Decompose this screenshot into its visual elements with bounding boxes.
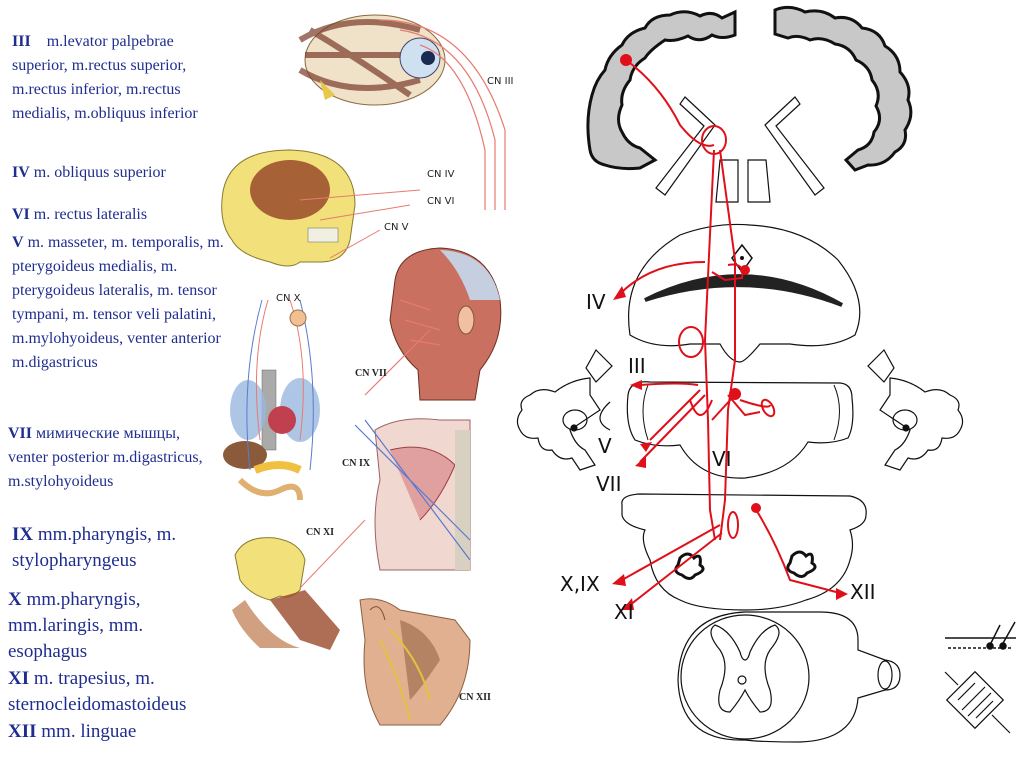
cn12-numeral: XII (8, 721, 37, 742)
medulla (621, 493, 867, 611)
label-cn9: CN IX (342, 458, 371, 469)
label-cnx: CN X (276, 293, 301, 304)
pharynx-illustration (354, 418, 471, 571)
label-cn5: CN V (384, 222, 409, 233)
cn11-description: XI m. trapesius, m. sternocleidomastoide… (8, 666, 228, 718)
internal-capsule (655, 96, 825, 203)
cn10-description: X mm.pharyngis, mm.laringis, mm. esophag… (8, 587, 208, 665)
cn11-muscles: m. trapesius, m. sternocleidomastoideus (8, 668, 187, 715)
cn11-numeral: XI (8, 668, 30, 689)
cn3-numeral: III (12, 33, 31, 50)
cn5-description: V m. masseter, m. temporalis, m. pterygo… (12, 231, 224, 375)
label-cn6: CN VI (427, 196, 455, 207)
eye-illustration (298, 14, 446, 106)
nerve-ending-symbol (945, 621, 1016, 650)
cn6-description: VI m. rectus lateralis (12, 203, 222, 227)
cortex-right (773, 5, 913, 172)
label-nerve-iii: III (628, 354, 646, 378)
cn12-description: XII mm. linguae (8, 719, 208, 745)
motor-pathways (617, 54, 841, 606)
label-nerve-iv: IV (586, 290, 606, 314)
cn10-numeral: X (8, 589, 22, 610)
label-nerve-xii: XII (850, 580, 876, 604)
cn4-description: IV m. obliquus superior (12, 161, 222, 185)
cerebellum-left (516, 349, 613, 471)
cn3-description: III m.levator palpebrae superior, m.rect… (12, 30, 232, 126)
label-cn11: CN XI (306, 527, 335, 538)
hypoglossal-illustration (359, 598, 471, 726)
thorax-illustration (223, 299, 320, 501)
cn4-numeral: IV (12, 164, 30, 181)
label-cn7: CN VII (355, 368, 387, 379)
label-cn3: CN III (487, 76, 514, 87)
cn6-numeral: VI (12, 206, 30, 223)
label-cn4: CN IV (427, 169, 455, 180)
cn3-nerves (379, 19, 506, 210)
label-nerve-vii: VII (596, 472, 622, 496)
label-nerve-xi: XI (614, 600, 634, 624)
skull-illustration (221, 149, 421, 267)
cortex-left (586, 9, 737, 171)
cn4-muscles: m. obliquus superior (33, 164, 166, 181)
cn9-numeral: IX (12, 524, 34, 545)
cn5-muscles: m. masseter, m. temporalis, m. pterygoid… (12, 234, 224, 371)
pathway-arrowheads (612, 286, 848, 610)
label-nerve-v: V (598, 434, 612, 458)
midbrain (628, 223, 861, 363)
cn12-muscles: mm. linguae (41, 721, 137, 742)
facial-muscles-illustration (364, 247, 502, 401)
cn9-description: IX mm.pharyngis, m. stylopharyngeus (12, 522, 217, 574)
cn3-muscles: m.levator palpebrae superior, m.rectus s… (12, 33, 198, 122)
cn6-muscles: m. rectus lateralis (33, 206, 148, 223)
neck-illustration (232, 519, 366, 650)
cn9-muscles: mm.pharyngis, m. stylopharyngeus (12, 524, 177, 571)
muscle-spindle-symbol (944, 670, 1011, 734)
spinal-cord (677, 611, 901, 743)
cn7-numeral: VII (8, 425, 33, 442)
cn7-description: VII мимические мышцы, venter posterior m… (8, 422, 220, 494)
label-nerve-vi: VI (712, 447, 732, 471)
cn5-numeral: V (12, 234, 24, 251)
cn10-muscles: mm.pharyngis, mm.laringis, mm. esophagus (8, 589, 144, 662)
cerebellum-right (867, 349, 964, 471)
label-cn12: CN XII (459, 692, 491, 703)
label-nerve-x-ix: X,IX (560, 572, 600, 596)
cn7-muscles: мимические мышцы, venter posterior m.dig… (8, 425, 203, 490)
